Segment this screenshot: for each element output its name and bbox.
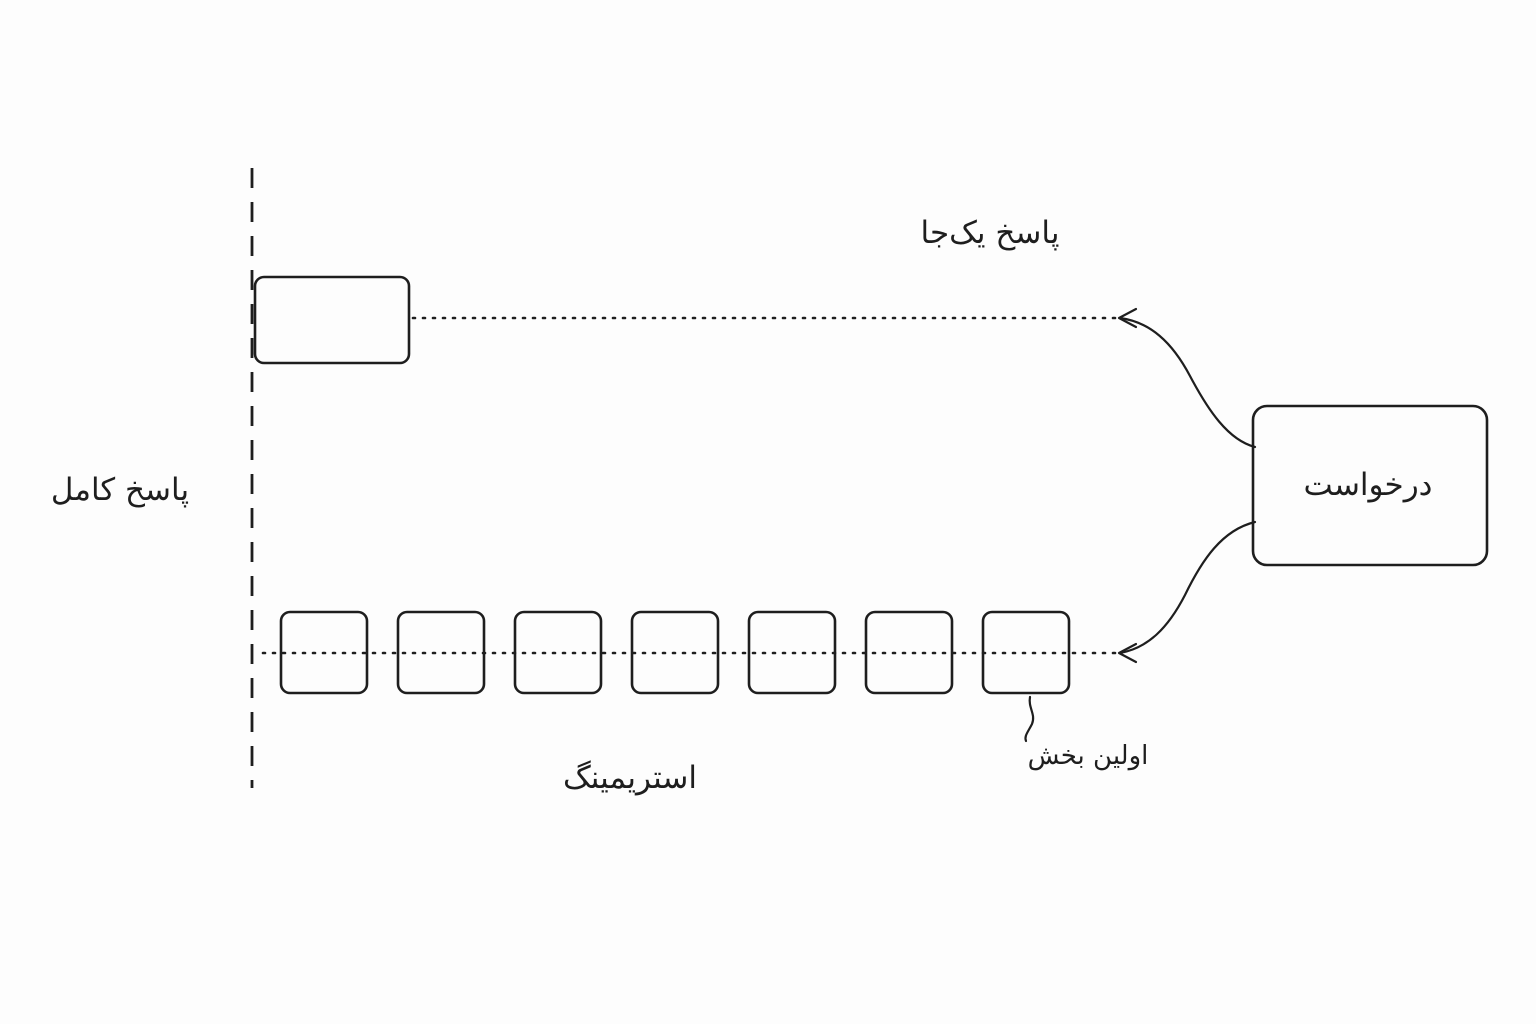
first-chunk-label: اولین بخش <box>1028 741 1149 771</box>
first-stream-chunk <box>981 610 1071 695</box>
stream-chunk <box>747 610 837 695</box>
request-label: درخواست <box>1304 467 1433 503</box>
stream-chunk <box>630 610 720 695</box>
stream-chunk <box>864 610 954 695</box>
full-response-box <box>253 275 411 365</box>
streaming-label: استریمینگ <box>563 760 697 796</box>
request-to-stream-arrow <box>1118 520 1257 655</box>
request-to-one-shot-arrow <box>1118 316 1257 449</box>
first-chunk-callout-line <box>1024 695 1035 743</box>
request-box <box>1251 404 1489 567</box>
stream-chunk <box>279 610 369 695</box>
one-shot-response-label: پاسخ یک‌جا <box>921 215 1060 251</box>
stream-chunks <box>279 610 1071 695</box>
complete-response-label: پاسخ کامل <box>51 472 189 508</box>
stream-arrowhead <box>1117 642 1138 664</box>
stream-chunk <box>513 610 603 695</box>
stream-chunk <box>396 610 486 695</box>
